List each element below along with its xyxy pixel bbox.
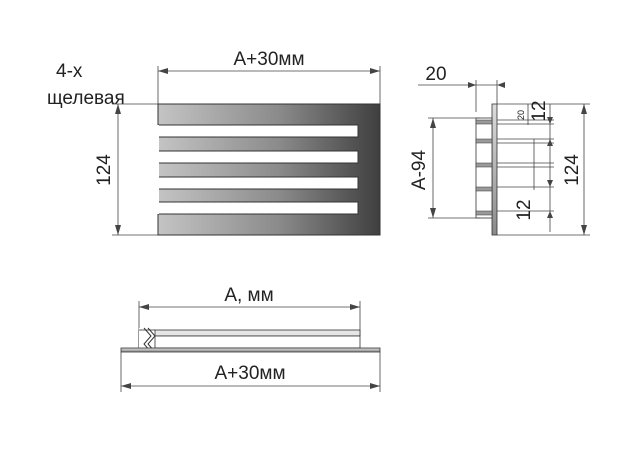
louver-blade — [475, 138, 493, 144]
louver-blade — [475, 186, 493, 192]
arrow-head — [547, 180, 553, 187]
arrow-head — [115, 104, 121, 114]
arrow-head — [115, 225, 121, 235]
arrow-head — [370, 383, 380, 389]
side-bottom-gap-label: 12 — [514, 199, 535, 220]
arrow-head — [468, 82, 476, 88]
bottom-inner-width-label: А, мм — [224, 285, 273, 306]
grille-type-line2: щелевая — [47, 88, 125, 109]
louver-blade — [475, 210, 493, 216]
side-depth-label: 20 — [425, 64, 446, 85]
grille-face-plate — [157, 103, 381, 236]
side-small-label: 20 — [516, 110, 526, 120]
arrow-head — [547, 139, 553, 146]
bottom-view: А, мм А+30мм — [120, 285, 381, 392]
arrow-head — [581, 225, 587, 235]
arrow-head — [430, 118, 436, 128]
side-inner-height-label: А-94 — [409, 150, 430, 191]
side-view: 20 А-94 124 — [409, 64, 590, 236]
arrow-head — [139, 304, 149, 310]
arrow-head — [350, 304, 360, 310]
arrow-head — [121, 383, 131, 389]
louver-blade — [475, 162, 493, 168]
arrow-head — [581, 104, 587, 114]
side-box-body — [475, 117, 493, 219]
side-height-label: 124 — [562, 154, 583, 186]
grille-type-line1: 4-х — [56, 61, 83, 82]
arrow-head — [370, 68, 380, 74]
arrow-head — [547, 117, 553, 124]
bottom-box-body — [154, 335, 361, 349]
bottom-outer-width-label: А+30мм — [214, 363, 285, 384]
side-louvers — [475, 119, 493, 216]
louver-blade — [475, 119, 493, 125]
side-top-gap-label: 12 — [529, 100, 550, 121]
arrow-head — [430, 208, 436, 218]
arrow-head — [497, 82, 505, 88]
front-height-label: 124 — [94, 154, 115, 186]
bottom-box-top — [154, 329, 361, 337]
arrow-head — [547, 211, 553, 218]
side-flange — [491, 103, 498, 236]
front-view: 4-х щелевая А+30мм 124 — [47, 49, 381, 236]
arrow-head — [158, 68, 168, 74]
front-width-label: А+30мм — [233, 49, 304, 70]
bottom-flange — [120, 347, 381, 353]
